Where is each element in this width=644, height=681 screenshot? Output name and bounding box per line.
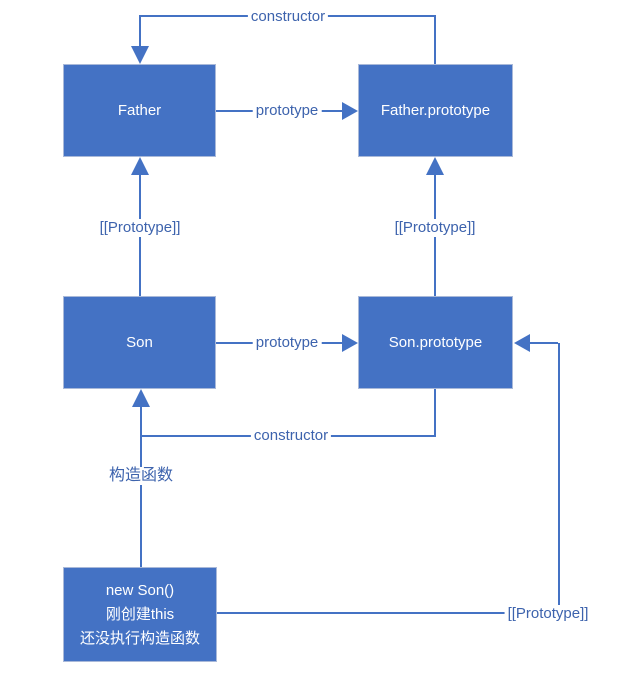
edge-proto-bottom-label: [[Prototype]] [504,605,592,623]
edge-proto-left-arrowhead [131,157,149,175]
edge-constructor-top-vline-right [434,15,436,64]
edge-prototype-mid-label: prototype [252,334,322,352]
edge-proto-bottom-arrowhead [514,334,530,352]
edge-proto-bottom-vline [558,343,560,613]
node-father: Father [63,64,216,157]
edge-proto-right-label: [[Prototype]] [391,219,479,237]
node-father-label: Father [117,101,162,119]
node-son: Son [63,296,216,389]
edge-constructor-top-label: constructor [247,8,329,26]
node-father-prototype-label: Father.prototype [380,101,491,119]
edge-proto-bottom-hline-top [530,342,558,344]
edge-gouzao-vline [140,407,142,567]
node-new-son: new Son() 刚创建this 还没执行构造函数 [63,567,217,662]
edge-prototype-top-arrowhead [342,102,358,120]
node-son-prototype: Son.prototype [358,296,513,389]
node-son-prototype-label: Son.prototype [388,333,483,351]
edge-proto-bottom-hline [217,612,559,614]
edge-constructor-mid-vline-right [434,389,436,437]
edge-proto-left-label: [[Prototype]] [96,219,184,237]
node-new-son-line2: 刚创建this [105,605,175,623]
edge-constructor-mid-arrowhead [132,389,150,407]
edge-proto-right-arrowhead [426,157,444,175]
edge-prototype-mid-arrowhead [342,334,358,352]
node-new-son-line1: new Son() [105,581,175,599]
edge-gouzao-label: 构造函数 [105,467,177,485]
node-new-son-line3: 还没执行构造函数 [79,629,200,647]
edge-prototype-top-label: prototype [252,102,322,120]
edge-constructor-mid-label: constructor [250,427,332,445]
edge-constructor-top-vline-left [139,15,141,48]
node-son-label: Son [126,333,153,351]
node-father-prototype: Father.prototype [358,64,513,157]
edge-constructor-top-arrowhead [131,46,149,64]
